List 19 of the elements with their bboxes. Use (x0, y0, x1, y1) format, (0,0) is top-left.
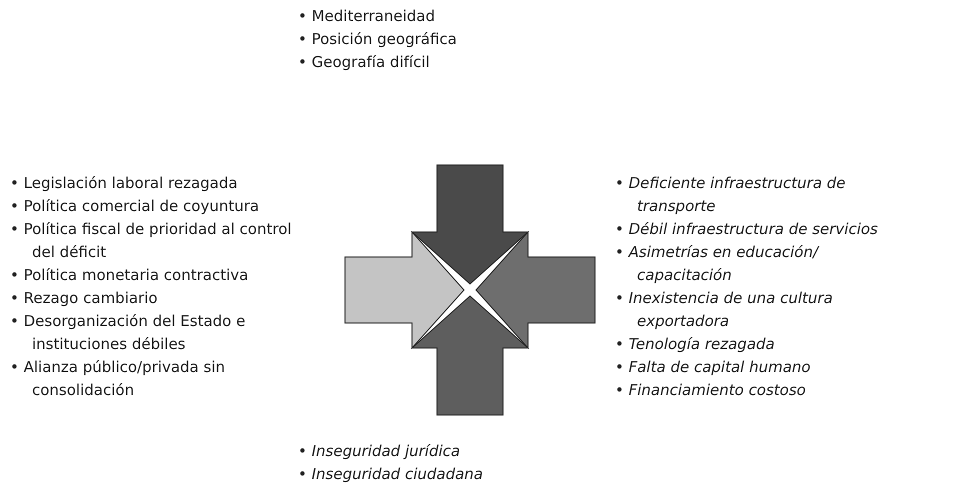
bullet-item: • Política comercial de coyuntura (10, 196, 260, 217)
bullet-item: • Política monetaria contractiva (10, 265, 250, 286)
bullet-item: • Mediterraneidad (298, 6, 436, 27)
bullet-item: • Inseguridad ciudadana (298, 464, 484, 485)
bullet-item: • Alianza público/privada sin consolidación (10, 357, 226, 401)
bullet-item: • Geografía difícil (298, 52, 431, 73)
bullet-item: • Política fiscal de prioridad al control del déficit (10, 219, 293, 263)
bullet-item: • Asimetrías en educación/ capacitación (615, 242, 820, 286)
bullet-item: • Falta de capital humano (615, 357, 812, 378)
bullet-item: • Legislación laboral rezagada (10, 173, 239, 194)
bullet-item: • Financiamiento costoso (615, 380, 807, 401)
bullet-item: • Débil infraestructura de servicios (615, 219, 879, 240)
bullet-item: • Tenología rezagada (615, 334, 776, 355)
bullet-item: • Posición geográfica (298, 29, 458, 50)
bullet-item: • Deficiente infraestructura de transporte (615, 173, 847, 217)
bullet-item: • Desorganización del Estado e instituciones débiles (10, 311, 246, 355)
bullet-item: • Rezago cambiario (10, 288, 159, 309)
bullet-item: • Inseguridad jurídica (298, 441, 462, 462)
bullet-item: • Inexistencia de una cultura exportadora (615, 288, 834, 332)
